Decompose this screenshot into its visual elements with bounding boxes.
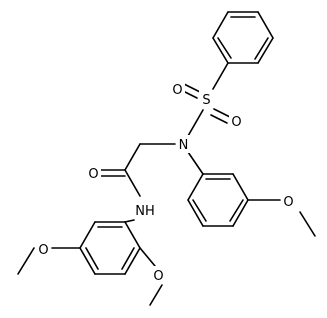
atom-labels: S O O N O NH O: [36, 80, 296, 284]
atom-label-o-methoxy-lower-right: O: [151, 266, 166, 284]
atom-label-o-methoxy-lower-left: O: [36, 240, 51, 258]
oxygen-symbol: O: [153, 269, 163, 284]
atom-label-nh-amide: NH: [132, 201, 158, 219]
atom-label-s: S: [199, 90, 214, 108]
atom-label-o-sulfonyl-left: O: [170, 80, 185, 98]
atom-label-o-carbonyl: O: [86, 164, 101, 182]
nitrogen-symbol: N: [179, 138, 189, 153]
oxygen-symbol: O: [283, 195, 293, 210]
oxygen-symbol: O: [38, 243, 48, 258]
oxygen-symbol: O: [88, 167, 98, 182]
oxygen-symbol: O: [172, 83, 182, 98]
atom-label-o-sulfonyl-right: O: [229, 112, 244, 130]
oxygen-symbol: O: [231, 115, 241, 130]
atom-label-o-methoxy-right-ring: O: [281, 192, 296, 210]
sulfur-symbol: S: [202, 93, 210, 108]
amide-nh-symbol: NH: [135, 204, 155, 219]
bond-lines: [17, 11, 316, 306]
atom-label-n-sulfonamide: N: [176, 135, 191, 153]
